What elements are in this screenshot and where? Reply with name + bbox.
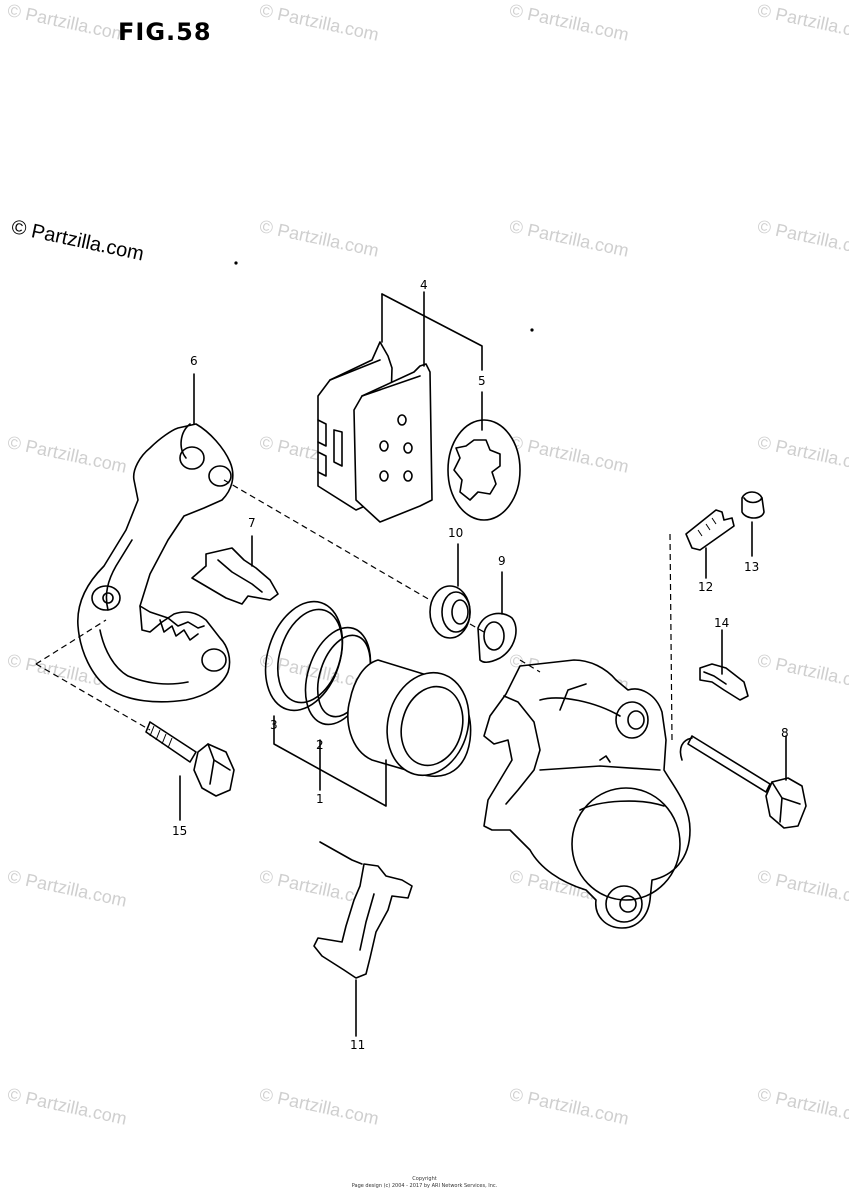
callout-6: 6 — [190, 354, 198, 368]
part-10-dust-boot — [429, 585, 471, 639]
part-6-bracket — [77, 423, 234, 703]
callout-5: 5 — [478, 374, 486, 388]
part-3-piston-seal — [264, 600, 344, 712]
speck — [234, 261, 238, 265]
part-14-clip — [699, 663, 749, 701]
part-11-plate — [313, 841, 413, 979]
callout-12: 12 — [698, 580, 714, 594]
part-4-brake-pads — [317, 341, 433, 523]
part-8-bolt — [679, 735, 807, 829]
part-12-bleeder — [685, 509, 735, 551]
figure-title: FIG.58 — [118, 18, 212, 46]
callout-4: 4 — [420, 278, 428, 292]
callout-1: 1 — [316, 792, 324, 806]
part-1-piston — [347, 659, 472, 777]
callout-2: 2 — [316, 738, 324, 752]
alignment-lines — [35, 479, 673, 741]
callout-10: 10 — [448, 526, 464, 540]
caliper-body — [483, 659, 691, 929]
part-7-pad-spring — [191, 547, 279, 605]
page-footer: Copyright Page design (c) 2004 - 2017 by… — [0, 1176, 849, 1190]
footer-line-2: Page design (c) 2004 - 2017 by ARI Netwo… — [351, 1183, 498, 1189]
callout-3: 3 — [270, 718, 278, 732]
callout-8: 8 — [781, 726, 789, 740]
part-13-cap — [741, 491, 765, 519]
part-15-bolt — [145, 721, 235, 797]
callout-11: 11 — [350, 1038, 366, 1052]
part-9-boot — [477, 612, 517, 663]
callout-15: 15 — [172, 824, 188, 838]
footer-line-1: Copyright — [412, 1176, 437, 1182]
callout-9: 9 — [498, 554, 506, 568]
callout-13: 13 — [744, 560, 760, 574]
callout-14: 14 — [714, 616, 730, 630]
part-5-shim — [447, 419, 521, 521]
speck — [530, 328, 534, 332]
leader-lines — [179, 291, 787, 1037]
callout-7: 7 — [248, 516, 256, 530]
